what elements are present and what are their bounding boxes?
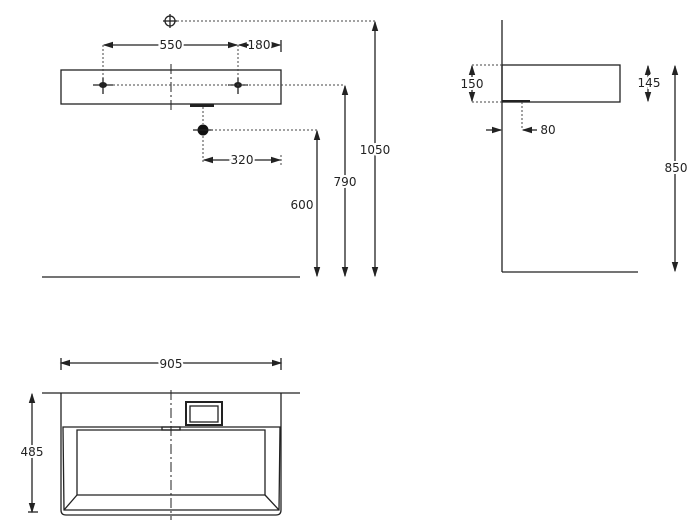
basin-side-outline bbox=[501, 64, 621, 103]
supply-point-icon bbox=[163, 14, 177, 28]
side-view: 150 145 850 80 bbox=[459, 20, 689, 273]
front-view: 550 180 320 600 790 1050 bbox=[42, 14, 392, 278]
dim-1050: 1050 bbox=[360, 143, 391, 157]
overflow-box bbox=[185, 401, 223, 426]
dim-905: 905 bbox=[160, 357, 183, 371]
basin-top-outline bbox=[60, 393, 282, 516]
dim-150: 150 bbox=[461, 77, 484, 91]
dim-180: 180 bbox=[248, 38, 271, 52]
dim-485: 485 bbox=[21, 445, 44, 459]
dim-790: 790 bbox=[334, 175, 357, 189]
dim-320: 320 bbox=[231, 153, 254, 167]
top-view: 905 485 bbox=[19, 355, 300, 520]
dim-145: 145 bbox=[638, 76, 661, 90]
waste-pipe-icon bbox=[193, 124, 213, 136]
dim-550: 550 bbox=[160, 38, 183, 52]
dim-600: 600 bbox=[291, 198, 314, 212]
tap-hole-right bbox=[228, 78, 248, 94]
dim-80: 80 bbox=[540, 123, 555, 137]
tap-hole-left bbox=[93, 78, 113, 94]
waste-outlet bbox=[190, 104, 214, 107]
dim-850: 850 bbox=[665, 161, 688, 175]
